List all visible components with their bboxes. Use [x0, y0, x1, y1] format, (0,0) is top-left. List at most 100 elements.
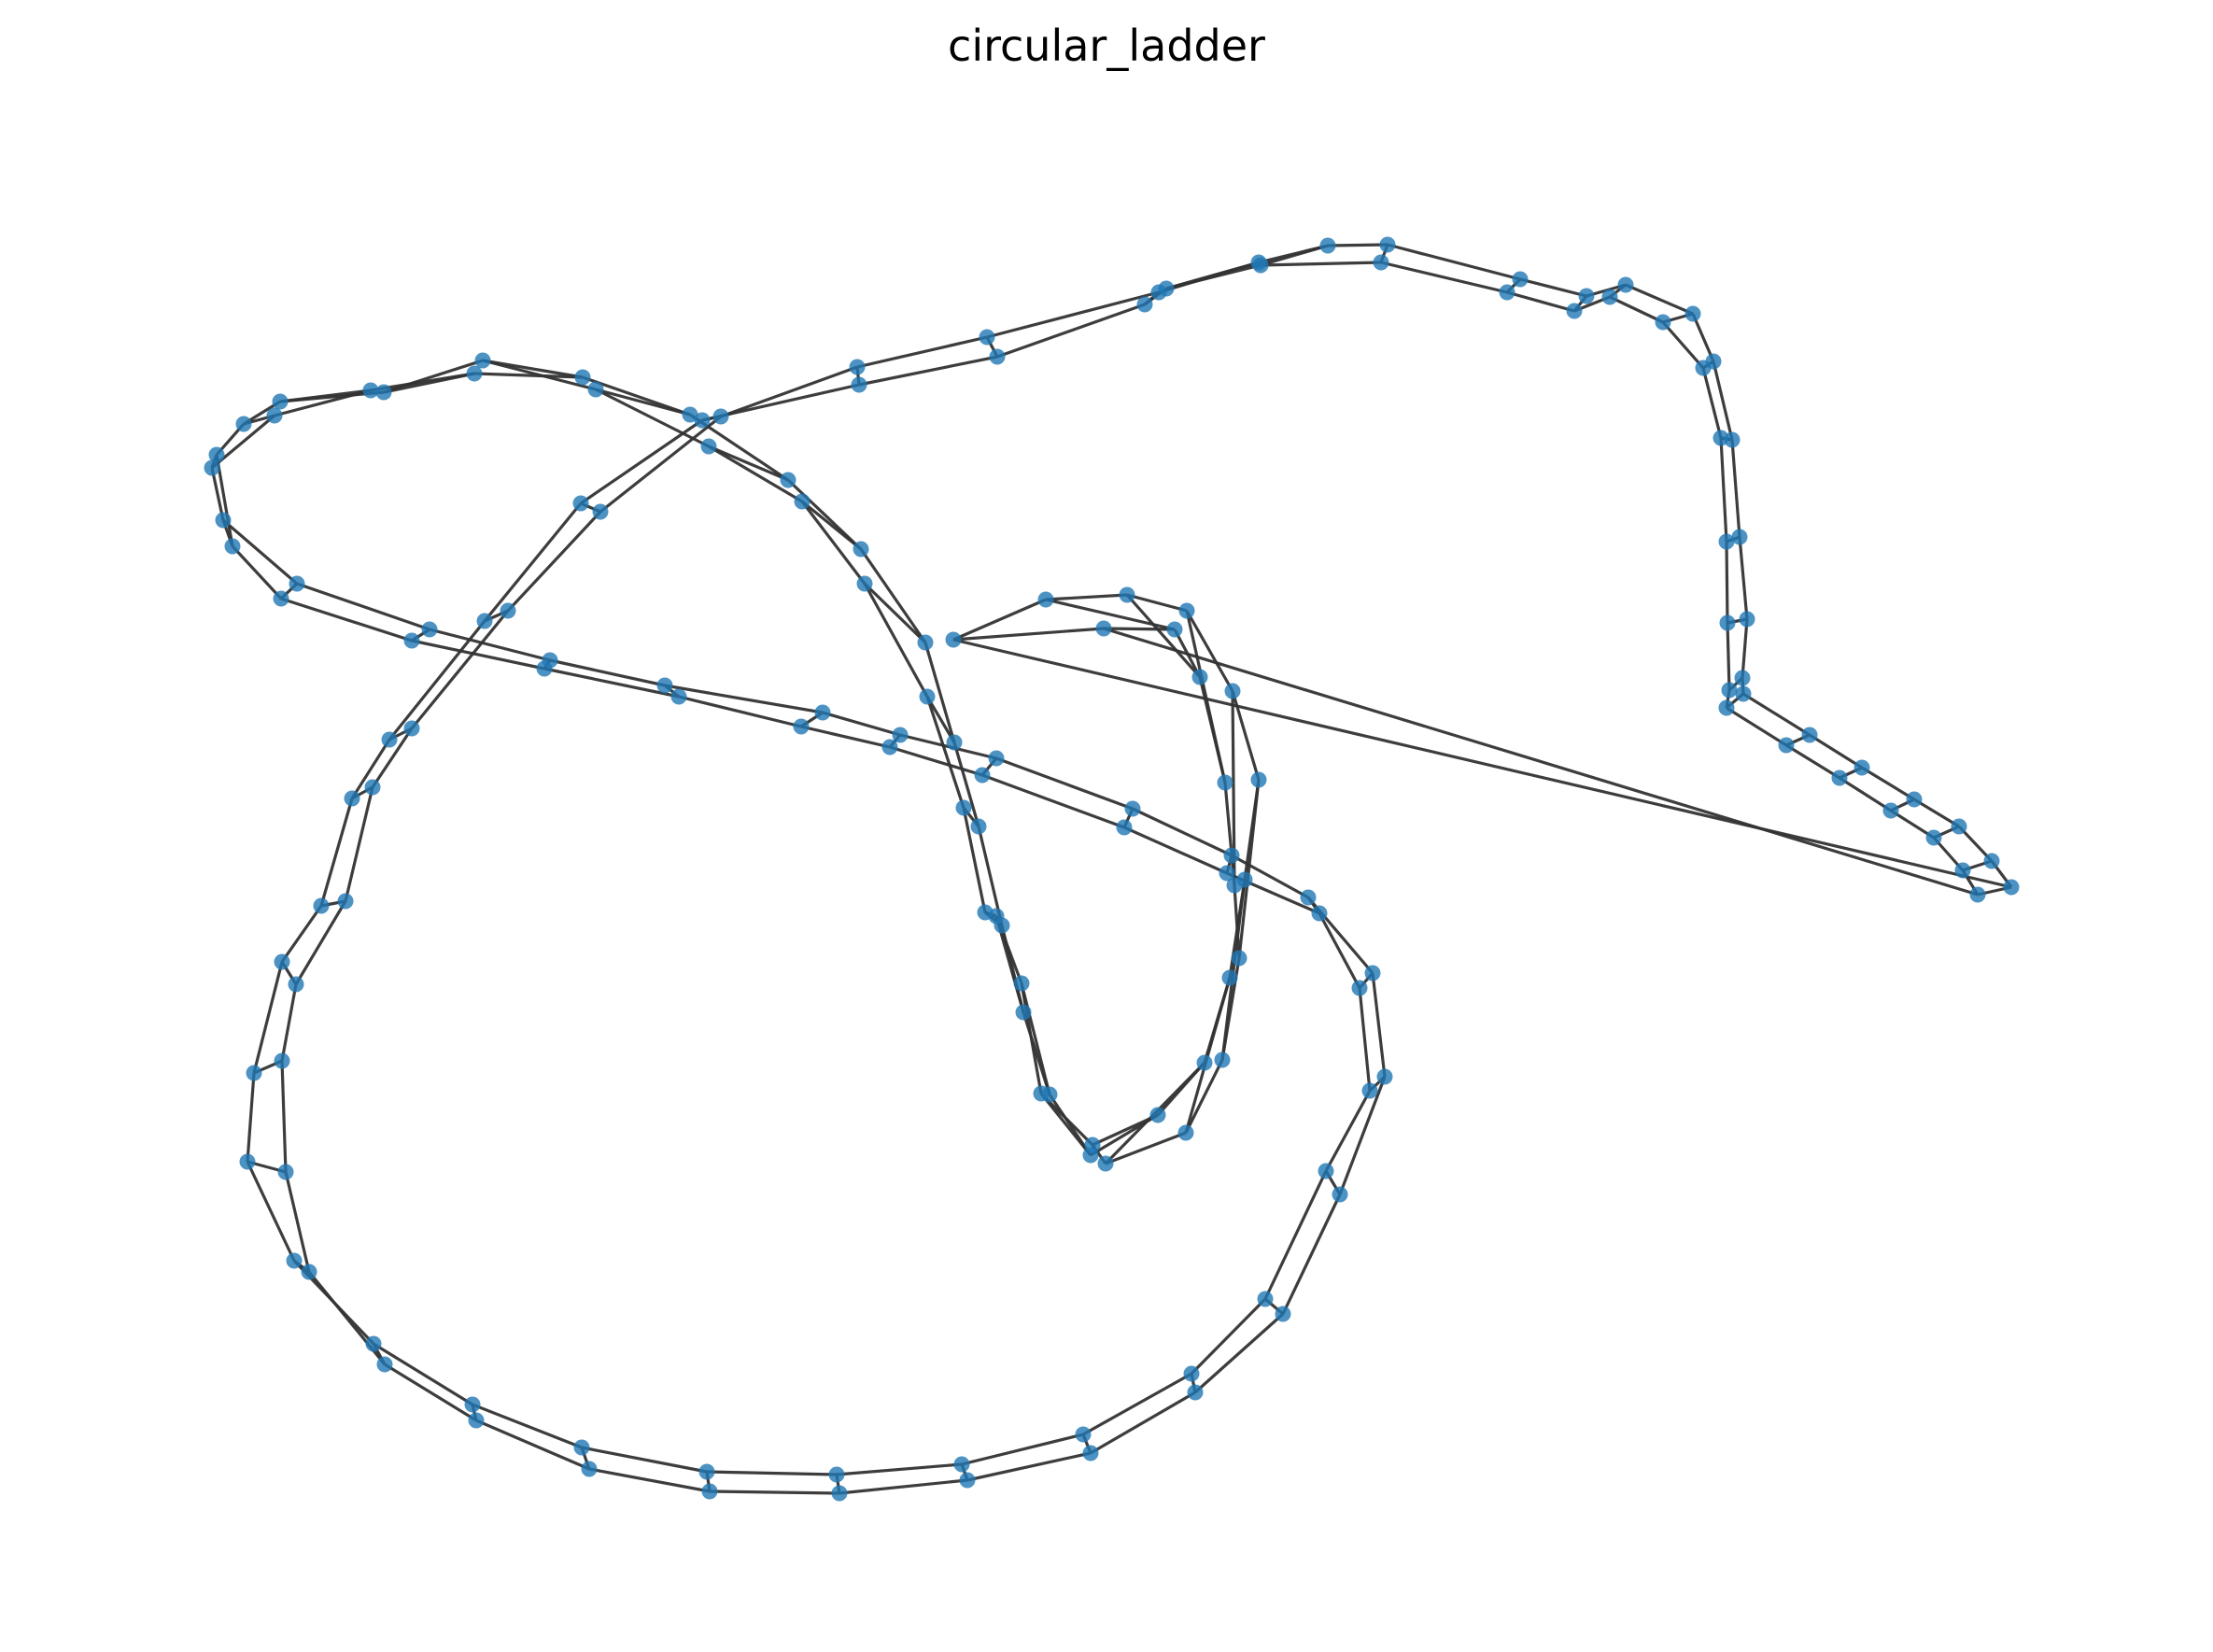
inner-ring-edge — [373, 1342, 473, 1406]
outer-ring-edge — [995, 756, 1134, 811]
outer-node — [1854, 759, 1870, 776]
inner-node — [1954, 862, 1971, 879]
outer-node — [1376, 1068, 1393, 1085]
outer-node — [574, 369, 591, 386]
inner-node — [881, 739, 898, 755]
outer-node — [376, 1356, 393, 1373]
outer-ring-edge — [410, 609, 510, 730]
outer-ring-edge — [588, 1467, 711, 1493]
inner-node — [1219, 865, 1235, 882]
inner-node — [794, 493, 810, 510]
outer-ring-edge — [1132, 807, 1233, 857]
outer-node — [945, 631, 962, 648]
rung-edge — [708, 445, 789, 482]
inner-node — [1719, 614, 1736, 631]
outer-ring-edge — [859, 548, 927, 643]
inner-node — [1351, 980, 1368, 996]
outer-ring-edge — [839, 1478, 968, 1495]
rung-edge — [1039, 1092, 1092, 1157]
outer-node — [1119, 586, 1135, 603]
outer-ring-edge — [280, 983, 298, 1062]
inner-ring-edge — [858, 355, 998, 387]
inner-ring-edge — [1726, 622, 1731, 691]
outer-node — [288, 976, 304, 993]
inner-node — [1655, 314, 1671, 331]
outer-ring-edge — [1519, 277, 1587, 298]
outer-ring-edge — [1338, 1076, 1387, 1195]
outer-node — [1332, 1186, 1348, 1203]
outer-node — [1731, 529, 1748, 545]
outer-node — [892, 727, 909, 743]
outer-ring-edge — [1185, 610, 1234, 692]
inner-node — [1183, 1365, 1200, 1382]
outer-node — [1275, 1306, 1291, 1322]
inner-ring-edge — [1318, 912, 1361, 989]
inner-node — [1969, 886, 1986, 903]
inner-node — [1695, 360, 1712, 376]
outer-ring-edge — [952, 638, 2012, 889]
outer-node — [1178, 602, 1195, 619]
inner-node — [1713, 430, 1729, 446]
inner-node — [464, 1396, 481, 1413]
inner-ring-edge — [996, 303, 1146, 359]
outer-node — [1379, 236, 1396, 253]
inner-node — [273, 590, 289, 607]
inner-ring-edge — [678, 695, 802, 728]
inner-node — [974, 767, 991, 784]
outer-ring-edge — [221, 518, 299, 586]
inner-node — [235, 416, 252, 432]
inner-node — [698, 1463, 715, 1480]
inner-ring-edge — [472, 1403, 583, 1449]
inner-node — [1566, 303, 1583, 319]
rung-edge — [1220, 879, 1247, 1061]
inner-ring-edge — [411, 639, 545, 671]
inner-node — [955, 799, 972, 816]
inner-ring-edge — [1609, 295, 1664, 324]
inner-node — [1097, 1155, 1114, 1172]
outer-node — [959, 1472, 976, 1489]
inner-node — [1075, 1426, 1092, 1443]
outer-node — [853, 541, 869, 558]
outer-node — [215, 512, 232, 529]
outer-node — [814, 704, 831, 721]
inner-node — [208, 446, 225, 463]
outer-ring-edge — [1625, 283, 1694, 316]
outer-node — [1951, 818, 1967, 835]
inner-ring-edge — [1260, 261, 1382, 267]
outer-ring-edge — [1712, 360, 1734, 441]
inner-node — [1721, 682, 1738, 699]
outer-ring-edge — [473, 372, 584, 379]
outer-node — [1224, 683, 1241, 699]
inner-node — [375, 384, 392, 401]
outer-node — [1221, 969, 1238, 986]
outer-node — [1250, 254, 1267, 271]
outer-ring-edge — [1861, 766, 1915, 801]
outer-node — [1364, 965, 1381, 981]
outer-ring-edge — [986, 290, 1160, 339]
outer-ring-edge — [384, 1363, 477, 1422]
inner-ring-edge — [280, 597, 413, 642]
inner-ring-edge — [350, 739, 391, 799]
inner-node — [989, 348, 1006, 365]
inner-ring-edge — [925, 696, 966, 809]
inner-node — [1013, 975, 1030, 992]
inner-node — [1925, 829, 1942, 846]
inner-node — [919, 688, 936, 705]
outer-ring-edge — [1742, 692, 1811, 737]
inner-ring-edge — [1263, 1170, 1328, 1300]
outer-ring-edge — [923, 642, 956, 743]
outer-node — [1739, 611, 1755, 628]
inner-ring-edge — [889, 745, 983, 777]
outer-node — [1578, 288, 1595, 304]
outer-ring-edge — [429, 628, 551, 662]
outer-node — [979, 329, 995, 346]
inner-node — [1214, 1052, 1231, 1068]
outer-node — [1223, 847, 1240, 864]
inner-ring-edge — [1380, 261, 1508, 294]
outer-ring-edge — [280, 1060, 288, 1173]
outer-ring-edge — [1741, 618, 1749, 679]
inner-node — [1718, 699, 1735, 716]
inner-node — [1095, 620, 1112, 637]
